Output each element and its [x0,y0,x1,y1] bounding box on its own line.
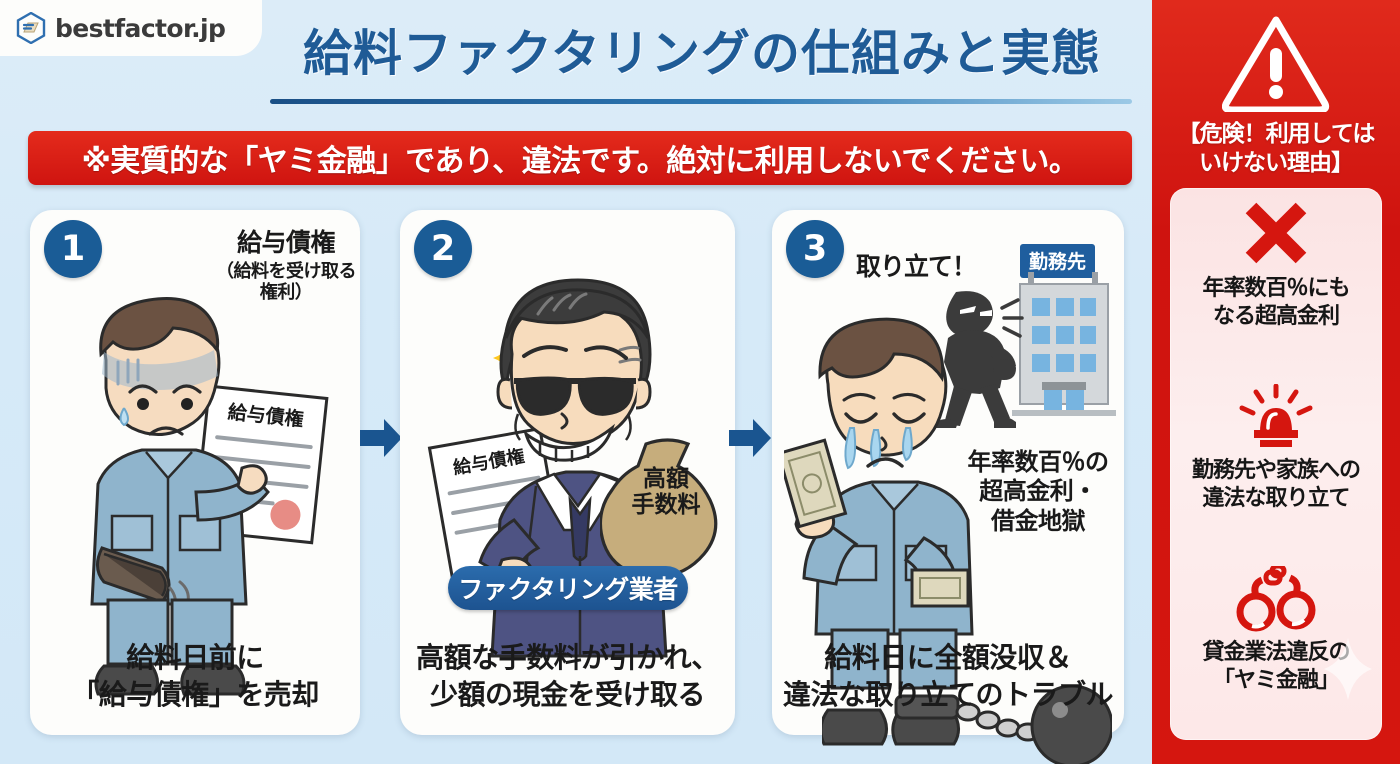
reason-text-2-line1: 勤務先や家族への [1191,457,1361,482]
sparkle-decoration-icon [1324,638,1372,700]
employer-building-label: 勤務先 [1020,244,1096,278]
brand-logo-text: bestfactor.jp [55,13,226,43]
reason-text-3-line1: 貸金業法違反の [1202,639,1350,664]
high-interest-note: 年率数百％の 超高金利・ 借金地獄 [962,448,1114,536]
debt-collector-silhouette-icon [934,291,1024,428]
salary-claim-note: 給与債権 （給料を受け取る権利） [216,228,357,304]
reason-text-1-line1: 年率数百％にも [1202,275,1350,300]
main-content-area: bestfactor.jp 給料ファクタリングの仕組みと実態 ※実質的な「ヤミ金… [0,0,1152,764]
worker-shoes-icon [94,664,246,696]
reason-text-2-line2: 違法な取り立て [1202,485,1350,511]
step-caption-2: 高額な手数料が引かれ、 少額の現金を受け取る [400,640,735,713]
ball-and-chain-icon [822,684,1112,764]
step-caption-3-line2: 違法な取り立てのトラブル [782,678,1114,710]
salary-claim-note-main: 給与債権 [236,229,336,257]
reason-text-1: 年率数百％にも なる超高金利 [1170,274,1382,330]
step-number-badge-2: 2 [414,220,472,278]
money-bag-label-line1: 高額 [643,465,689,491]
reason-text-1-line2: なる超高金利 [1212,303,1340,329]
step-card-3: 3 取り立て！ 勤務先 [772,210,1124,764]
brand-logo[interactable]: bestfactor.jp [0,0,262,56]
siren-light-icon [1170,384,1382,450]
right-arrow-icon-2 [729,419,771,457]
step-number-badge-1: 1 [44,220,102,278]
step-caption-1: 給料日前に 「給与債権」を売却 [30,640,360,713]
reasons-box: 年率数百％にも なる超高金利 [1170,188,1382,740]
danger-panel-heading: 【危険！利用しては いけない理由】 [1158,119,1394,177]
step-caption-3-line1: 給料日に全額没収＆ [824,642,1072,674]
right-arrow-icon-1 [360,419,402,457]
warning-banner: ※実質的な「ヤミ金融」であり、違法です。絶対に利用しないでください。 [28,131,1132,185]
step-caption-2-line1: 高額な手数料が引かれ、 [416,642,719,674]
debt-collection-shout-label: 取り立て！ [856,253,977,281]
step-card-2: 2 給与債権 [400,210,735,735]
high-interest-note-line1: 年率数百％の [967,449,1110,476]
money-bag-label: 高額 手数料 [622,465,710,518]
step-caption-3: 給料日に全額没収＆ 違法な取り立てのトラブル [772,640,1124,713]
step-caption-1-line2: 「給与債権」を売却 [71,678,319,710]
reason-item-2: 勤務先や家族への 違法な取り立て [1170,384,1382,512]
danger-panel: 【危険！利用しては いけない理由】 年率数百％にも なる超高金利 [1152,0,1400,764]
warning-triangle-icon [1222,16,1330,112]
page-title: 給料ファクタリングの仕組みと実態 [302,27,1102,81]
step-caption-2-line2: 少額の現金を受け取る [429,678,706,710]
crying-worker-illustration [784,317,974,690]
step-caption-1-line1: 給料日前に [126,642,264,674]
danger-panel-heading-line1: 【危険！利用しては [1177,120,1376,146]
warning-banner-text: ※実質的な「ヤミ金融」であり、違法です。絶対に利用しないでください。 [81,145,1079,178]
high-interest-note-line3: 借金地獄 [991,507,1086,535]
reason-item-1: 年率数百％にも なる超高金利 [1170,202,1382,330]
reason-text-3-line2: 「ヤミ金融」 [1212,667,1340,693]
step-number-badge-3: 3 [786,220,844,278]
reason-text-2: 勤務先や家族への 違法な取り立て [1170,456,1382,512]
high-interest-note-line2: 超高金利・ [979,478,1097,506]
office-building-icon [1012,272,1116,416]
worried-worker-illustration: 給与債権 [90,297,329,666]
hexagon-document-logo-icon [16,12,46,44]
step-card-1: 1 給与債権 （給料を受け取る権利） 給与債権 [30,210,360,735]
cross-mark-icon [1170,202,1382,268]
danger-panel-heading-line2: いけない理由】 [1199,148,1354,175]
handcuffs-icon [1170,566,1382,632]
money-bag-label-line2: 手数料 [631,491,701,518]
title-underline [270,99,1132,104]
factoring-company-pill: ファクタリング業者 [448,566,688,610]
factoring-company-label: ファクタリング業者 [458,576,678,604]
reason-text-3: 貸金業法違反の 「ヤミ金融」 [1170,638,1382,694]
salary-claim-note-sub: （給料を受け取る権利） [216,260,357,303]
reason-item-3: 貸金業法違反の 「ヤミ金融」 [1170,566,1382,694]
